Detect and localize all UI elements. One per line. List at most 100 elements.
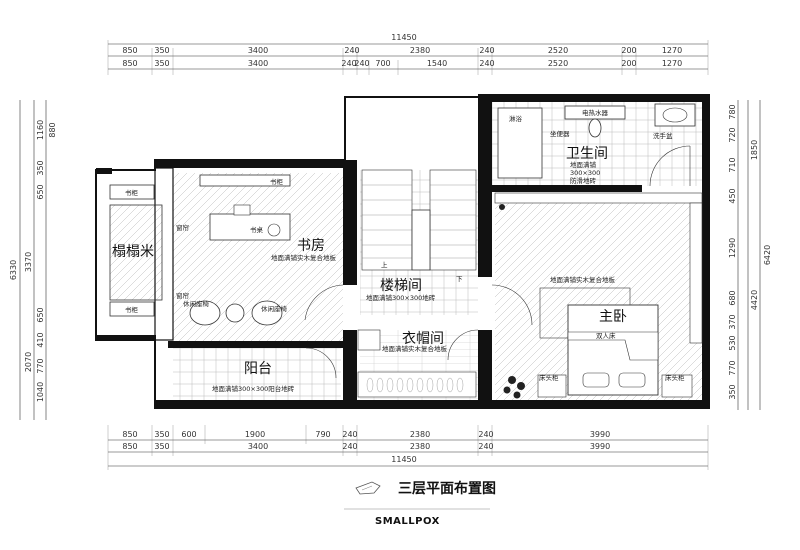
cabinet-top <box>109 184 155 200</box>
bathroom-note-3: 防滑地砖 <box>570 176 597 185</box>
dim-top2-10: 200 <box>621 59 636 68</box>
master-bedroom: 地面满铺实木复合地板 主卧 双人床 床头柜 床头柜 <box>491 192 703 399</box>
dim-left-mid-2: 2070 <box>24 352 33 372</box>
dim-top-7: 2520 <box>548 46 568 55</box>
plant-icon <box>503 376 525 399</box>
dim-bot-5: 790 <box>315 430 330 439</box>
dim-left-s-1: 1160 <box>36 120 45 140</box>
balcony-door-swing <box>305 347 337 379</box>
right-dimensions: 6420 1850 4420 780 720 710 450 1290 680 … <box>728 100 772 410</box>
dim-bot-7: 2380 <box>410 430 430 439</box>
tatami-mat <box>109 204 163 301</box>
dim-right-total: 6420 <box>763 245 772 265</box>
dim-top-5: 2380 <box>410 46 430 55</box>
dim-bottom-total: 11450 <box>391 455 416 464</box>
stair-well <box>411 209 431 271</box>
dim-right-s-8: 530 <box>728 335 737 350</box>
dim-bot-9: 3990 <box>590 430 610 439</box>
tatami-title: 榻榻米 <box>112 244 154 260</box>
dim-right-s-5: 1290 <box>728 238 737 258</box>
bathroom-title: 卫生间 <box>566 146 608 162</box>
dim-top2-3: 3400 <box>248 59 268 68</box>
dim-bot2-2: 350 <box>154 442 169 451</box>
bookcase-top <box>199 174 291 187</box>
bottom-dimensions: 850 350 600 1900 790 240 2380 240 3990 8… <box>107 425 709 470</box>
bathroom-note-1: 地面满铺 <box>570 160 597 169</box>
balcony-title: 阳台 <box>244 361 272 377</box>
dim-bot2-1: 850 <box>122 442 137 451</box>
closet-note: 地面满铺实木复合地板 <box>382 344 448 353</box>
bathroom-door-swing <box>649 145 691 187</box>
dim-right-mid-1: 1850 <box>750 140 759 160</box>
stair-down-label: 下 <box>456 275 463 283</box>
dim-top2-2: 350 <box>154 59 169 68</box>
dim-left-s-4: 650 <box>36 184 45 199</box>
dim-left-s-5: 650 <box>36 307 45 322</box>
tatami-area: 书柜 榻榻米 书柜 <box>109 184 163 317</box>
hand-pointer-icon <box>355 481 381 495</box>
stairs-title: 楼梯间 <box>380 278 422 294</box>
wardrobe-strip <box>494 192 703 204</box>
dim-left-s-2: 880 <box>48 122 57 137</box>
brand-name: SMALLPOX <box>375 516 440 527</box>
dim-left-s-7: 770 <box>36 358 45 373</box>
toilet <box>588 118 602 138</box>
closet-door-swing <box>447 329 479 361</box>
shower-label: 淋浴 <box>509 114 523 123</box>
walls <box>95 94 710 409</box>
stair-flight-right <box>429 169 477 271</box>
balcony-floor <box>173 348 341 400</box>
dim-right-s-2: 720 <box>728 127 737 142</box>
dim-right-s-10: 350 <box>728 384 737 399</box>
dim-right-s-6: 680 <box>728 290 737 305</box>
dim-top2-11: 1270 <box>662 59 682 68</box>
drawing-title: 三层平面布置图 <box>398 480 496 497</box>
bathroom-fixtures: 淋浴 电热水器 坐便器 洗手盆 卫生间 地面满铺 300×300 防滑地砖 <box>497 103 696 187</box>
balcony-note: 地面满铺300×300阳台地砖 <box>212 384 295 393</box>
dim-bot-4: 1900 <box>245 430 265 439</box>
window-sill-2-label: 窗帘 <box>176 291 190 300</box>
dim-left-mid-1: 3370 <box>24 252 33 272</box>
double-bed-label: 双人床 <box>596 331 616 340</box>
cabinet-top-label: 书柜 <box>125 188 139 197</box>
bookcase-label: 书柜 <box>270 177 284 186</box>
dim-right-s-4: 450 <box>728 188 737 203</box>
dim-top-1: 850 <box>122 46 137 55</box>
basin-bowl <box>662 107 688 123</box>
stair-flight-left <box>361 169 413 271</box>
dim-bot2-6: 240 <box>478 442 493 451</box>
shower-area <box>497 107 543 179</box>
dim-bot2-7: 3990 <box>590 442 610 451</box>
dim-top-6: 240 <box>479 46 494 55</box>
nightstand-left <box>537 374 567 398</box>
plant-icon-small <box>499 204 505 210</box>
dim-top2-8: 240 <box>479 59 494 68</box>
dim-top-3: 3400 <box>248 46 268 55</box>
toilet-label: 坐便器 <box>550 129 570 138</box>
dim-top2-6: 700 <box>375 59 390 68</box>
dim-top2-4: 240 <box>341 59 356 68</box>
stairwell: 上 下 楼梯间 地面满铺300×300地砖 <box>361 169 477 302</box>
leisure-chair-2-label: 休闲座椅 <box>261 304 288 313</box>
dim-bot2-3: 3400 <box>248 442 268 451</box>
bathroom-note-2: 300×300 <box>570 169 600 177</box>
stair-up-label: 上 <box>381 260 388 269</box>
dim-right-s-1: 780 <box>728 104 737 119</box>
study-title: 书房 <box>297 238 325 254</box>
dim-bot-6: 240 <box>342 430 357 439</box>
left-dimensions: 6330 3370 2070 1160 880 350 650 650 410 … <box>9 100 57 420</box>
dim-right-mid-2: 4420 <box>750 290 759 310</box>
nightstand-right <box>661 374 693 398</box>
cabinet-bottom <box>109 301 155 317</box>
dim-left-s-6: 410 <box>36 332 45 347</box>
leisure-chair-2 <box>251 300 283 326</box>
lamp <box>267 223 281 237</box>
cabinet-bottom-label: 书柜 <box>125 305 139 314</box>
bed-blanket <box>567 331 659 361</box>
tatami-floor <box>110 205 162 300</box>
closet-title: 衣帽间 <box>402 331 444 347</box>
dim-top-9: 1270 <box>662 46 682 55</box>
pillow-left <box>582 372 610 388</box>
dim-top-4: 240 <box>344 46 359 55</box>
